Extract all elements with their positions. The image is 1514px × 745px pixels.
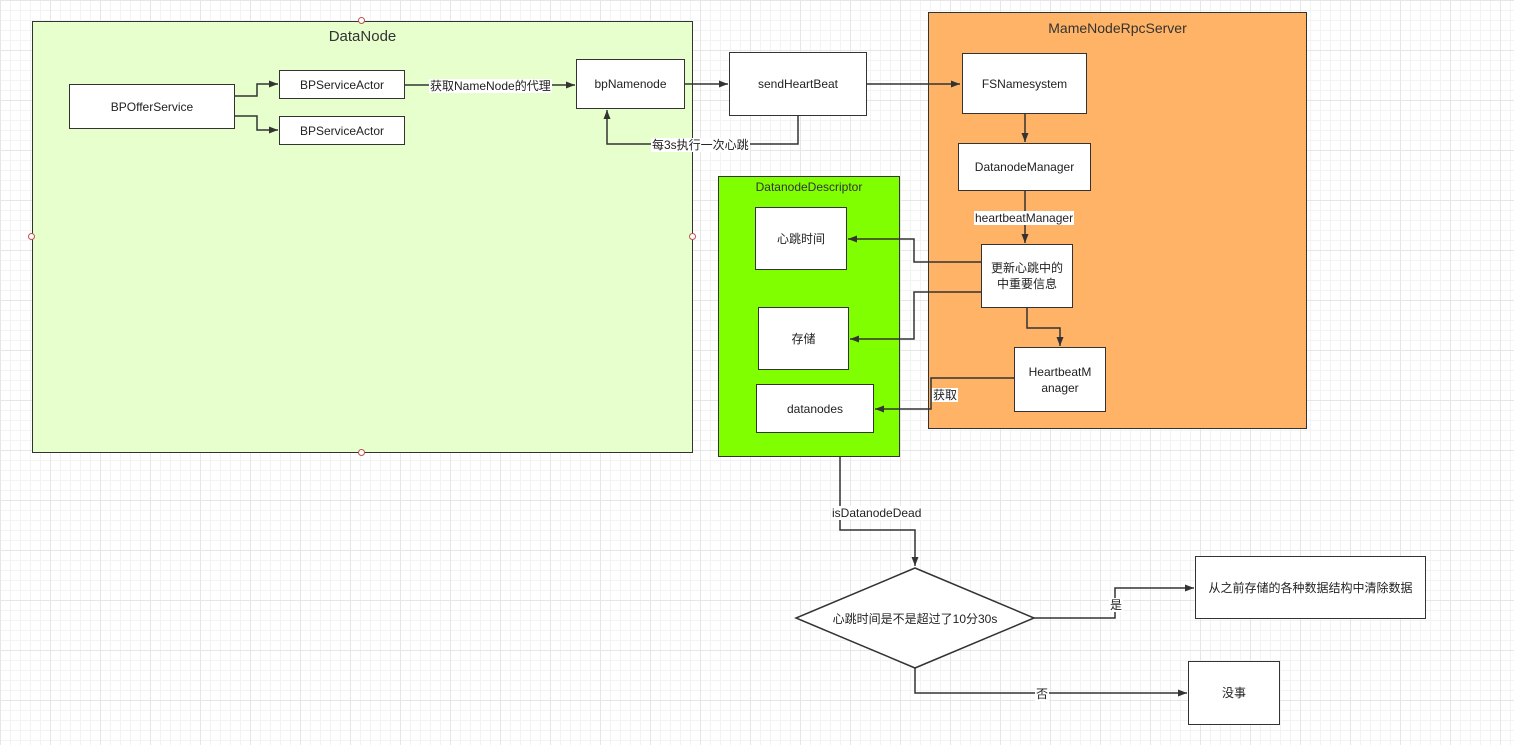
edge-update-to-heartbeat-time (848, 235, 982, 263)
heartbeat-time-node[interactable]: 心跳时间 (755, 207, 847, 270)
edge-label-yes: 是 (1109, 598, 1124, 612)
bpserviceactor-node-1[interactable]: BPServiceActor (279, 70, 405, 99)
edge-update-to-storage (850, 291, 982, 343)
datanodemanager-node[interactable]: DatanodeManager (958, 143, 1091, 191)
edge-decision-no (914, 668, 1187, 697)
edge-heartbeatmanager-to-datanodes (875, 377, 1014, 413)
edge-label-is-datanode-dead: isDatanodeDead (831, 506, 923, 520)
clear-data-node[interactable]: 从之前存储的各种数据结构中清除数据 (1195, 556, 1426, 619)
decision-node[interactable]: 心跳时间是不是超过了10分30s (832, 611, 998, 626)
edge-label-get-proxy: 获取NameNode的代理 (429, 79, 552, 93)
update-heartbeat-info-line2: 中重要信息 (996, 277, 1057, 291)
storage-node[interactable]: 存储 (758, 307, 849, 370)
datanode-group-title: DataNode (328, 28, 397, 45)
sendheartbeat-node[interactable]: sendHeartBeat (729, 52, 867, 116)
datanodes-node[interactable]: datanodes (756, 384, 874, 433)
heartbeatmanager-line1: HeartbeatM (1028, 364, 1092, 379)
edge-descriptor-to-decision (839, 457, 919, 566)
nothing-node[interactable]: 没事 (1188, 661, 1280, 725)
edge-offer-to-actor1 (235, 80, 278, 97)
namenode-rpc-server-group-title: MameNodeRpcServer (1048, 20, 1187, 36)
selection-handle-left[interactable] (28, 233, 35, 240)
fsnamesystem-node[interactable]: FSNamesystem (962, 53, 1087, 114)
decision-diamond-shape (794, 567, 1036, 669)
bpofferservice-node[interactable]: BPOfferService (69, 84, 235, 129)
bpserviceactor-node-2[interactable]: BPServiceActor (279, 116, 405, 145)
selection-handle-top[interactable] (358, 17, 365, 24)
selection-handle-right[interactable] (689, 233, 696, 240)
heartbeatmanager-node[interactable]: HeartbeatM anager (1014, 347, 1106, 412)
edge-label-every-3s: 每3s执行一次心跳 (651, 138, 750, 152)
datanode-descriptor-group-title: DatanodeDescriptor (755, 180, 863, 194)
update-heartbeat-info-node[interactable]: 更新心跳中的 中重要信息 (981, 244, 1073, 308)
edge-label-no: 否 (1035, 687, 1050, 701)
edge-label-fetch: 获取 (932, 388, 959, 402)
edge-update-to-heartbeatmanager (1026, 308, 1064, 346)
edge-offer-to-actor2 (235, 115, 278, 134)
update-heartbeat-info-line1: 更新心跳中的 (990, 261, 1063, 275)
bpnamenode-node[interactable]: bpNamenode (576, 59, 685, 109)
heartbeatmanager-line2: anager (1041, 380, 1079, 395)
edge-label-heartbeat-manager: heartbeatManager (974, 211, 1075, 225)
selection-handle-bottom[interactable] (358, 449, 365, 456)
